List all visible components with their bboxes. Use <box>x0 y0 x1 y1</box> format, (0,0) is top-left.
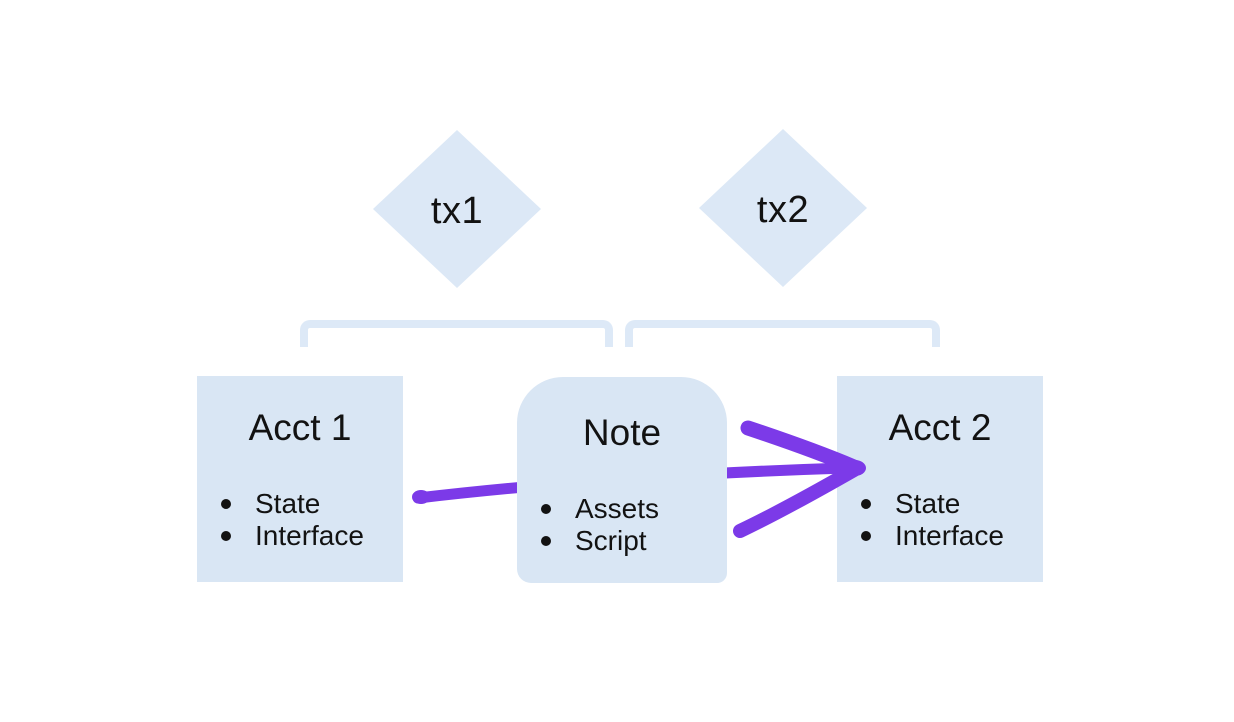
diamond-tx2: tx2 <box>699 129 867 287</box>
list-item-label: State <box>255 488 321 519</box>
diamond-tx1-label: tx1 <box>430 189 484 232</box>
bullet-dot-icon <box>861 531 871 541</box>
box-note-list: Assets Script <box>517 493 727 557</box>
list-item-label: Interface <box>895 520 1004 551</box>
bracket-tx2-scope <box>625 320 940 347</box>
diamond-tx2-label: tx2 <box>756 188 810 231</box>
list-item: State <box>837 488 1043 520</box>
bullet-dot-icon <box>861 499 871 509</box>
bullet-dot-icon <box>221 499 231 509</box>
list-item: Interface <box>837 520 1043 552</box>
diamond-tx1: tx1 <box>373 130 541 288</box>
bullet-dot-icon <box>541 536 551 546</box>
box-acct-1-title: Acct 1 <box>248 407 352 448</box>
box-acct-1: Acct 1 State Interface <box>197 376 403 582</box>
box-acct-2-list: State Interface <box>837 488 1043 552</box>
list-item: Interface <box>197 520 403 552</box>
box-note-title: Note <box>582 412 662 453</box>
list-item: State <box>197 488 403 520</box>
bullet-dot-icon <box>221 531 231 541</box>
box-acct-1-list: State Interface <box>197 488 403 552</box>
arrow-tail-blob <box>412 490 430 504</box>
list-item: Assets <box>517 493 727 525</box>
box-acct-2: Acct 2 State Interface <box>837 376 1043 582</box>
bullet-dot-icon <box>541 504 551 514</box>
list-item-label: Assets <box>575 493 660 524</box>
list-item-label: Interface <box>255 520 364 551</box>
box-acct-2-title: Acct 2 <box>888 407 992 448</box>
box-note: Note Assets Script <box>517 377 727 583</box>
list-item-label: State <box>895 488 961 519</box>
bracket-tx1-scope <box>300 320 613 347</box>
list-item-label: Script <box>575 525 647 556</box>
list-item: Script <box>517 525 727 557</box>
